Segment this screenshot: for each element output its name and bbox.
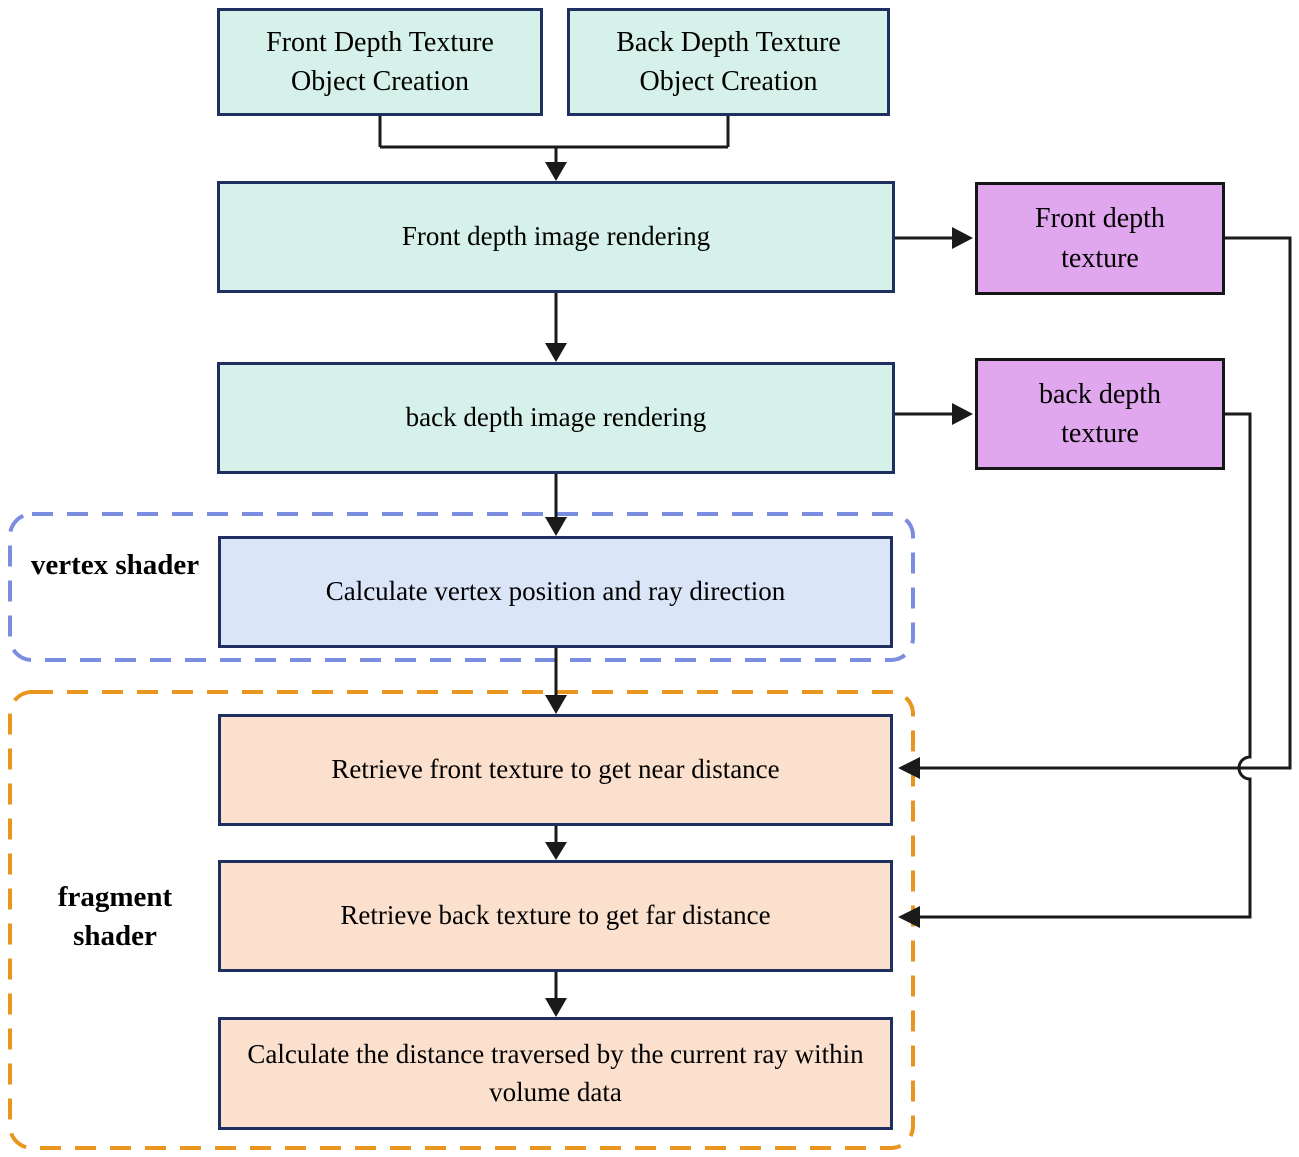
- vertex-shader-group-label: vertex shader: [30, 549, 200, 581]
- arrowhead-down-icon: [545, 162, 567, 181]
- arrowhead-right-icon: [952, 403, 973, 425]
- node-label: Front Depth Texture Object Creation: [266, 26, 494, 97]
- node-retrieve-front-texture: Retrieve front texture to get near dista…: [218, 714, 893, 826]
- node-back-depth-texture: back depth texture: [975, 358, 1225, 470]
- node-front-depth-texture-object-creation: Front Depth Texture Object Creation: [217, 8, 543, 116]
- node-back-depth-image-rendering: back depth image rendering: [217, 362, 895, 474]
- arrowhead-left-icon: [898, 906, 920, 928]
- node-front-depth-texture: Front depth texture: [975, 182, 1225, 295]
- node-calculate-vertex-position: Calculate vertex position and ray direct…: [218, 536, 893, 648]
- node-label: Front depth image rendering: [401, 221, 711, 252]
- arrowhead-down-icon: [545, 998, 567, 1017]
- node-back-depth-texture-object-creation: Back Depth Texture Object Creation: [567, 8, 890, 116]
- fragment-shader-group-label: fragment shader: [57, 881, 173, 953]
- node-calculate-distance-traversed: Calculate the distance traversed by the …: [218, 1017, 893, 1130]
- arrowhead-left-icon: [898, 757, 920, 779]
- arrowhead-down-icon: [545, 517, 567, 536]
- vertex-shader-group-border: [8, 512, 915, 662]
- edge-object-creation-merge: [378, 116, 730, 149]
- node-label: back depth texture: [1038, 378, 1162, 449]
- node-label: Retrieve front texture to get near dista…: [331, 754, 780, 785]
- arrowhead-down-icon: [545, 842, 567, 860]
- node-label: Retrieve back texture to get far distanc…: [340, 900, 771, 931]
- node-label: Back Depth Texture Object Creation: [616, 26, 841, 97]
- node-retrieve-back-texture: Retrieve back texture to get far distanc…: [218, 860, 893, 972]
- arrowhead-down-icon: [545, 695, 567, 714]
- node-label: Front depth texture: [1035, 203, 1165, 274]
- arrowhead-down-icon: [545, 343, 567, 362]
- arrowhead-right-icon: [952, 227, 973, 249]
- node-label: Calculate vertex position and ray direct…: [325, 576, 786, 607]
- node-label: back depth image rendering: [405, 402, 707, 433]
- edge-back-texture-to-retrieve-back: [920, 412, 1252, 919]
- edge-front-texture-to-retrieve-front: [920, 236, 1292, 770]
- node-label: Calculate the distance traversed by the …: [247, 1038, 864, 1107]
- node-front-depth-image-rendering: Front depth image rendering: [217, 181, 895, 293]
